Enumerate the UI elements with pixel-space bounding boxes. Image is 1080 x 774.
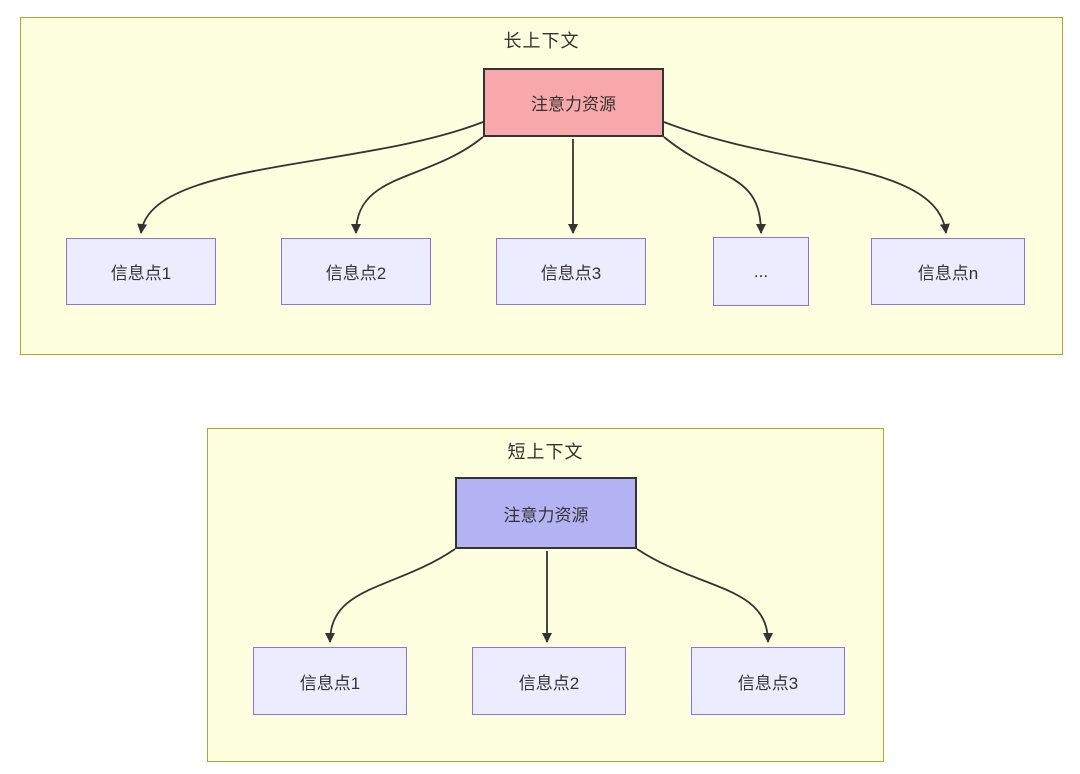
long-info-node-ellipsis: ... xyxy=(713,237,809,306)
long-info-node-2: 信息点2 xyxy=(281,238,431,305)
long-context-title: 长上下文 xyxy=(503,31,580,51)
long-info-node-n: 信息点n xyxy=(871,238,1025,305)
long-info-node-3: 信息点3 xyxy=(496,238,646,305)
short-info-node-2: 信息点2 xyxy=(472,647,626,715)
short-info-node-3: 信息点3 xyxy=(691,647,845,715)
short-context-title: 短上下文 xyxy=(507,442,584,462)
short-attention-node: 注意力资源 xyxy=(455,477,637,549)
short-info-node-1: 信息点1 xyxy=(253,647,407,715)
long-info-node-1: 信息点1 xyxy=(66,238,216,305)
long-attention-node: 注意力资源 xyxy=(483,68,664,137)
